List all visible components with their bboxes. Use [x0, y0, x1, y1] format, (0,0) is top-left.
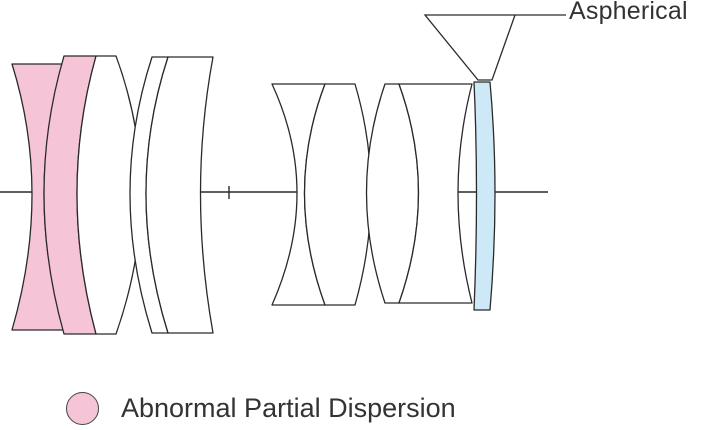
lens-element-5 — [145, 56, 214, 334]
aspherical-callout-pointer — [423, 14, 566, 81]
legend-swatch-abnormal-partial-dispersion — [66, 392, 99, 425]
lens-element-7 — [303, 83, 372, 306]
aspherical-callout-label: Aspherical — [569, 0, 688, 25]
legend-label-abnormal-partial-dispersion: Abnormal Partial Dispersion — [121, 393, 456, 423]
lens-element-9 — [398, 83, 473, 304]
lens-element-10-aspherical — [473, 81, 496, 311]
